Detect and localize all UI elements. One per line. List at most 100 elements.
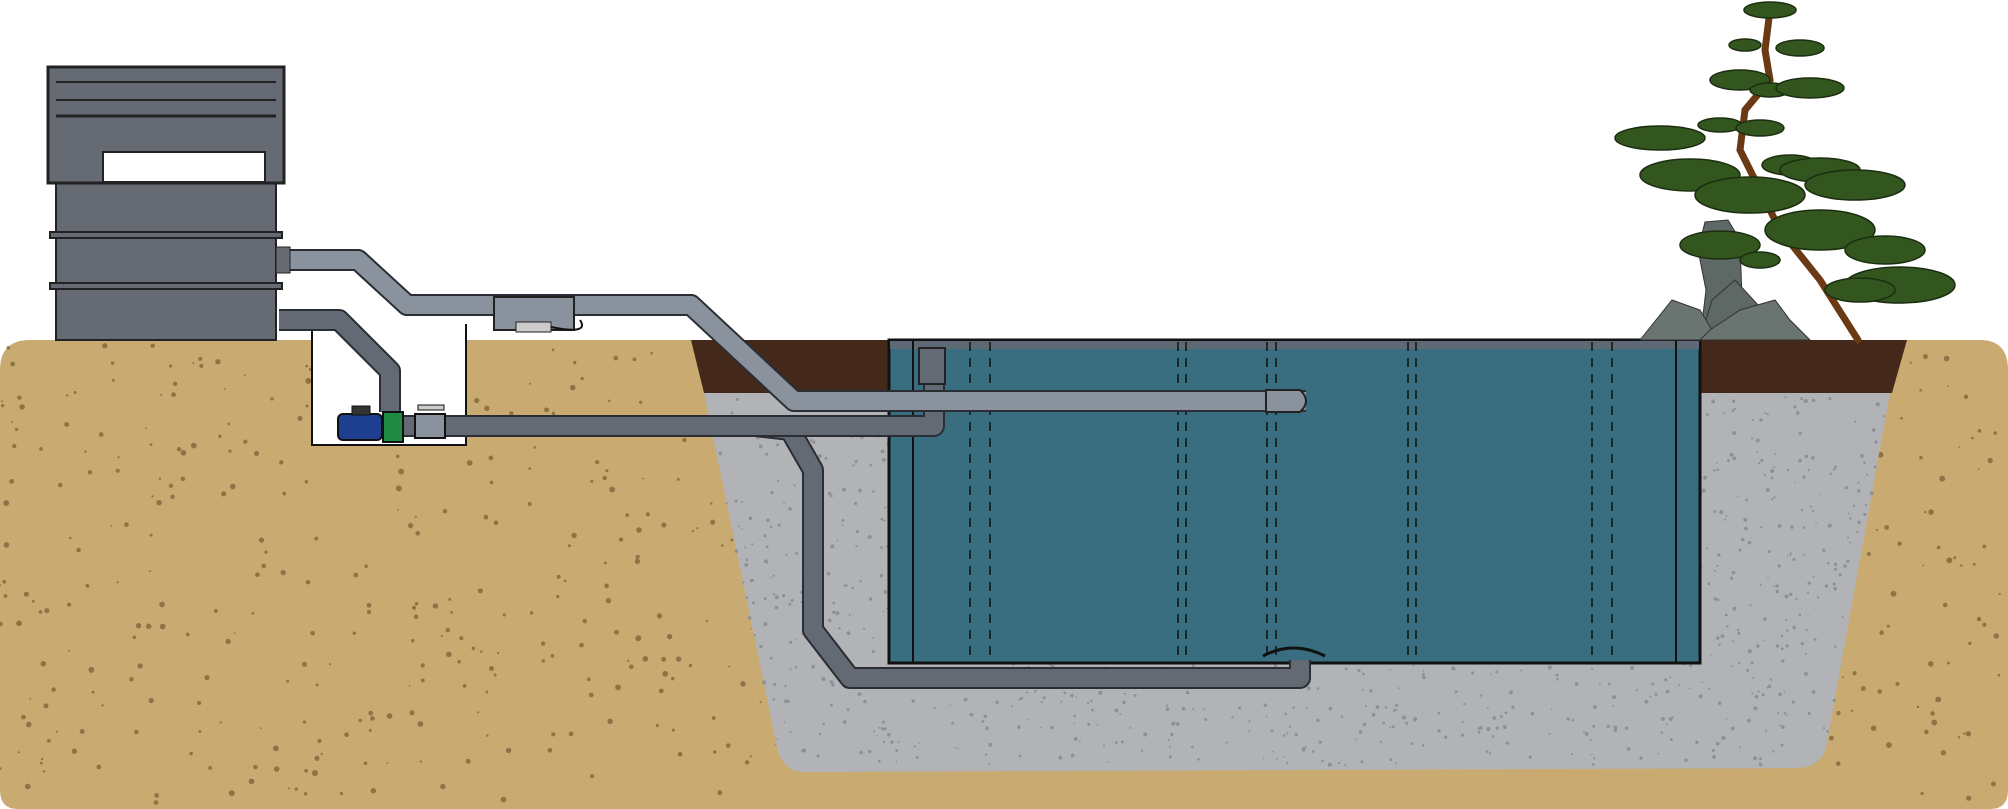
sand-dot <box>466 459 473 466</box>
gravel-dot <box>1833 586 1838 591</box>
sand-dot <box>31 599 35 603</box>
gravel-dot <box>1766 412 1769 416</box>
gravel-dot <box>1422 669 1425 672</box>
gravel-dot <box>773 682 777 687</box>
sand-dot <box>635 635 642 642</box>
sand-dot <box>68 649 71 652</box>
sand-dot <box>440 634 443 638</box>
gravel-dot <box>1265 715 1268 718</box>
sand-dot <box>1842 676 1845 679</box>
sand-dot <box>666 633 673 640</box>
sand-dot <box>243 374 246 377</box>
gravel-dot <box>1262 757 1265 760</box>
gravel-dot <box>854 501 858 506</box>
sand-dot <box>280 569 286 576</box>
sand-dot <box>227 422 231 426</box>
gravel-dot <box>1511 705 1515 709</box>
sand-dot <box>144 427 147 430</box>
gravel-dot <box>1762 639 1765 642</box>
sand-dot <box>474 397 480 404</box>
gravel-dot <box>783 502 785 504</box>
gravel-dot <box>1764 412 1767 415</box>
sand-dot <box>493 520 499 526</box>
gravel-dot <box>1711 399 1716 404</box>
sand-dot <box>1935 696 1942 703</box>
drum-filter <box>46 65 291 341</box>
gravel-dot <box>759 644 763 649</box>
gravel-dot <box>751 543 754 546</box>
gravel-dot <box>1263 703 1268 708</box>
sand-dot <box>279 460 284 465</box>
sand-dot <box>615 684 621 691</box>
gravel-dot <box>1017 725 1021 729</box>
gravel-dot <box>772 698 776 701</box>
gravel-dot <box>770 491 774 495</box>
gravel-dot <box>1421 672 1425 677</box>
gravel-dot <box>1318 740 1322 744</box>
sand-dot <box>192 362 195 365</box>
gravel-dot <box>1613 725 1618 730</box>
gravel-dot <box>1803 553 1806 556</box>
gravel-dot <box>809 439 813 442</box>
sand-dot <box>414 601 419 606</box>
sand-dot <box>419 760 423 763</box>
gravel-dot <box>1379 740 1383 744</box>
gravel-dot <box>1786 555 1789 557</box>
gravel-dot <box>857 692 862 697</box>
filter-outlet-pipe-fill <box>279 311 399 412</box>
sand-dot <box>204 674 210 681</box>
sand-dot <box>413 614 419 620</box>
gravel-dot <box>1758 762 1763 767</box>
gravel-dot <box>841 524 844 526</box>
sand-dot <box>40 757 44 761</box>
sand-dot <box>529 382 532 385</box>
gravel-dot <box>774 595 779 600</box>
gravel-dot <box>1826 729 1829 733</box>
gravel-dot <box>1371 713 1376 717</box>
gravel-dot <box>1040 701 1043 704</box>
sand-dot <box>85 583 90 588</box>
sand-dot <box>88 666 95 673</box>
gravel-dot <box>873 730 876 733</box>
sand-dot <box>604 583 609 589</box>
sand-dot <box>310 630 316 636</box>
sand-dot <box>749 755 752 758</box>
gravel-dot <box>1800 397 1804 401</box>
sand-dot <box>224 388 226 390</box>
sand-dot <box>159 623 166 630</box>
gravel-dot <box>1725 717 1728 720</box>
gravel-dot <box>1649 695 1652 698</box>
valve <box>414 413 446 439</box>
sand-dot <box>314 755 320 761</box>
gravel-dot <box>1606 724 1610 729</box>
gravel-dot <box>1716 598 1720 602</box>
sand-dot <box>135 622 142 629</box>
sand-dot <box>233 632 236 635</box>
sand-dot <box>258 537 265 543</box>
sand-dot <box>243 439 248 444</box>
gravel-dot <box>1778 724 1781 727</box>
gravel-dot <box>1495 726 1499 730</box>
sand-dot <box>364 564 368 569</box>
gravel-dot <box>763 597 767 601</box>
gravel-dot <box>1490 673 1492 675</box>
gravel-dot <box>1713 569 1716 572</box>
gravel-dot <box>1665 689 1670 694</box>
gravel-dot <box>854 459 858 464</box>
gravel-dot <box>868 749 872 754</box>
foliage-pad <box>1694 176 1806 214</box>
gravel-dot <box>1786 629 1789 632</box>
gravel-dot <box>1167 738 1170 741</box>
pond-water-surface <box>890 341 1699 349</box>
gravel-dot <box>1757 690 1760 693</box>
sand-dot <box>440 783 446 790</box>
gravel-dot <box>1788 592 1793 597</box>
sand-dot <box>305 580 311 585</box>
gravel-dot <box>1751 692 1754 695</box>
gravel-dot <box>1756 644 1760 648</box>
sand-dot <box>168 483 174 488</box>
gravel-dot <box>1321 759 1324 763</box>
gravel-dot <box>1122 700 1126 705</box>
gravel-dot <box>1849 517 1852 520</box>
foliage-pad <box>1844 235 1926 265</box>
